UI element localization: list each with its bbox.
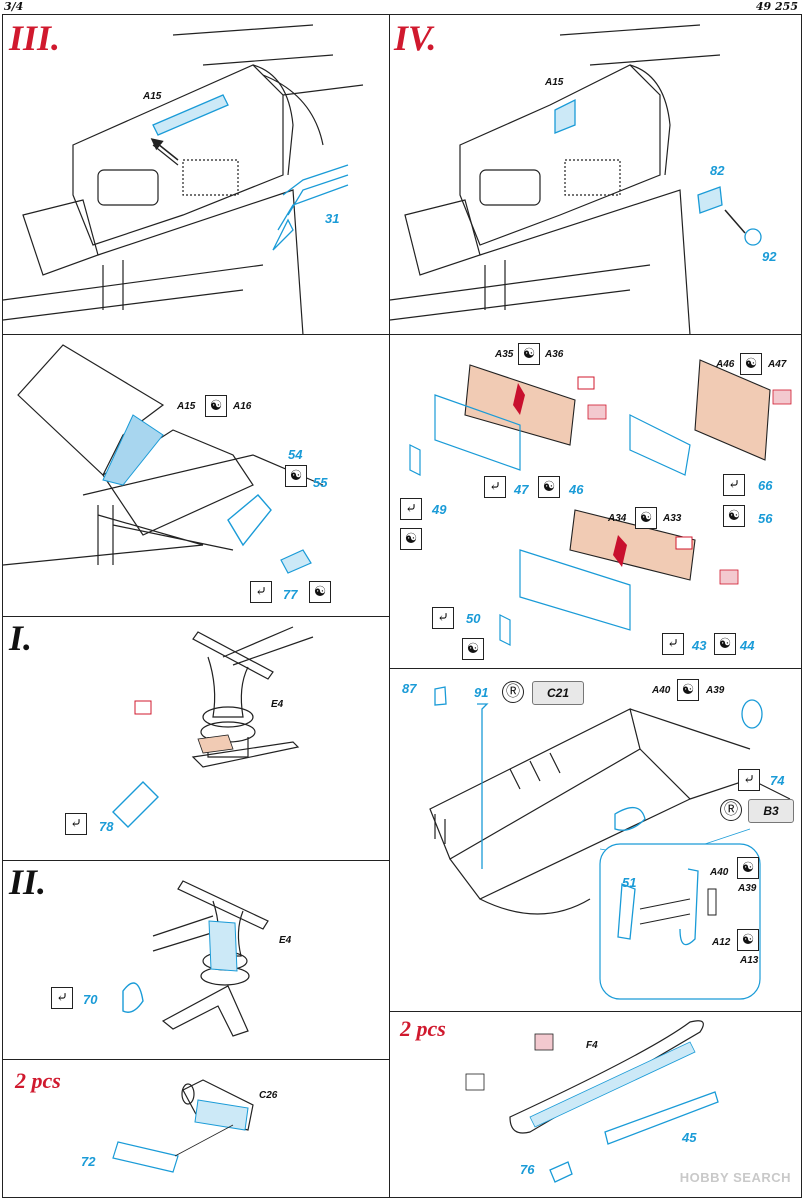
part-label-e4: E4	[279, 935, 292, 946]
pe-number-87: 87	[402, 681, 417, 696]
cockpit-drawing	[3, 24, 364, 334]
part-label-a12: A12	[712, 937, 731, 948]
landing-gear-drawing	[122, 880, 269, 1037]
part-c26-panel: 2 pcs C26 72	[2, 1059, 390, 1198]
canopy-panel: A15 ☯ A16 54 ☯ 55 ⤶ 77 ☯	[2, 334, 390, 617]
f4-drawing	[465, 1020, 719, 1183]
pe-number-70: 70	[83, 992, 98, 1007]
mirror-icon: ☯	[462, 638, 484, 660]
pe-number-49: 49	[432, 502, 447, 517]
part-label-a40: A40	[652, 685, 671, 696]
pe-number-82: 82	[710, 163, 725, 178]
pe-number-74: 74	[770, 773, 785, 788]
mirror-icon: ☯	[285, 465, 307, 487]
fold-icon: ⤶	[432, 607, 454, 629]
step-iv-panel: IV. A15 82 92	[389, 14, 802, 335]
mirror-icon: ☯	[677, 679, 699, 701]
mirror-icon: ☯	[309, 581, 331, 603]
part-label-a33: A33	[663, 513, 682, 524]
step-title: IV.	[394, 18, 437, 58]
pe-number-78: 78	[99, 819, 114, 834]
mirror-icon: ☯	[737, 929, 759, 951]
step-ii-panel: II. E4 ⤶ 70	[2, 860, 390, 1060]
c26-drawing	[112, 1079, 254, 1173]
pe-number-92: 92	[762, 249, 777, 264]
part-label-a15: A15	[177, 401, 196, 412]
pe-number-66: 66	[758, 478, 773, 493]
pe-number-56: 56	[758, 511, 773, 526]
fold-icon: ⤶	[400, 498, 422, 520]
fold-icon: ⤶	[51, 987, 73, 1009]
mirror-icon: ☯	[400, 528, 422, 550]
pe-number-54: 54	[288, 447, 303, 462]
page-number: 3/4	[4, 0, 24, 13]
fuselage-panel: 87 91 Ⓡ C21 A40 ☯ A39 ⤶ 74 Ⓡ B3 51 A40 ☯…	[389, 668, 802, 1012]
part-label-c26: C26	[259, 1090, 278, 1101]
part-label-a39: A39	[706, 685, 725, 696]
pe-number-72: 72	[81, 1154, 96, 1169]
mirror-icon: ☯	[737, 857, 759, 879]
pe-number-76: 76	[520, 1162, 535, 1177]
part-label-a15: A15	[143, 91, 162, 102]
pe-number-50: 50	[466, 611, 481, 626]
pe-number-47: 47	[514, 482, 529, 497]
mirror-icon: ☯	[723, 505, 745, 527]
pe-number-46: 46	[569, 482, 584, 497]
part-label-a40: A40	[710, 867, 729, 878]
part-label-a36: A36	[545, 349, 564, 360]
part-label-f4: F4	[586, 1040, 598, 1051]
step-title: III.	[9, 18, 61, 58]
part-label-a35: A35	[495, 349, 514, 360]
cockpit-drawing	[390, 24, 762, 334]
part-label-a15: A15	[545, 77, 564, 88]
fold-icon: ⤶	[484, 476, 506, 498]
canopy-drawing	[3, 344, 324, 574]
step-title: I.	[9, 618, 33, 658]
mirror-icon: ☯	[740, 353, 762, 375]
watermark: HOBBY SEARCH	[679, 1170, 791, 1185]
part-label-a47: A47	[768, 359, 787, 370]
step-i-panel: I. E4 ⤶ 78	[2, 616, 390, 861]
part-label-a34: A34	[608, 513, 627, 524]
pe-number-44: 44	[740, 638, 755, 653]
part-code-c21: C21	[532, 681, 584, 705]
step-title: II.	[9, 862, 47, 902]
part-f4-panel: 2 pcs F4 45 76 HOBBY SEARCH	[389, 1011, 802, 1198]
fold-icon: ⤶	[738, 769, 760, 791]
pe-number-45: 45	[682, 1130, 697, 1145]
pe-number-77: 77	[283, 587, 298, 602]
fuselage-drawing	[429, 686, 791, 1000]
fold-icon: ⤶	[723, 474, 745, 496]
part-label-a13: A13	[740, 955, 759, 966]
fold-icon: ⤶	[65, 813, 87, 835]
fold-icon: ⤶	[250, 581, 272, 603]
panels-drawing	[409, 359, 792, 646]
pe-number-31: 31	[325, 211, 340, 226]
pe-number-91: 91	[474, 685, 489, 700]
resin-icon: Ⓡ	[720, 799, 742, 821]
fold-icon: ⤶	[662, 633, 684, 655]
mirror-icon: ☯	[714, 633, 736, 655]
pe-number-43: 43	[692, 638, 707, 653]
product-code: 49 255	[755, 0, 798, 13]
part-label-a39: A39	[738, 883, 757, 894]
mirror-icon: ☯	[518, 343, 540, 365]
side-panels-panel: A35 ☯ A36 A46 ☯ A47 ⤶ 47 ☯ 46 ⤶ 66 ☯ 56 …	[389, 334, 802, 669]
part-label-a16: A16	[233, 401, 252, 412]
quantity-label: 2 pcs	[15, 1068, 61, 1093]
pe-number-55: 55	[313, 475, 328, 490]
landing-gear-drawing	[112, 626, 314, 828]
step-iii-panel: III. A15 31	[2, 14, 390, 335]
quantity-label: 2 pcs	[400, 1016, 446, 1041]
mirror-icon: ☯	[635, 507, 657, 529]
resin-icon: Ⓡ	[502, 681, 524, 703]
part-label-a46: A46	[716, 359, 735, 370]
mirror-icon: ☯	[205, 395, 227, 417]
part-code-b3: B3	[748, 799, 794, 823]
mirror-icon: ☯	[538, 476, 560, 498]
part-label-e4: E4	[271, 699, 284, 710]
pe-number-51: 51	[622, 875, 637, 890]
